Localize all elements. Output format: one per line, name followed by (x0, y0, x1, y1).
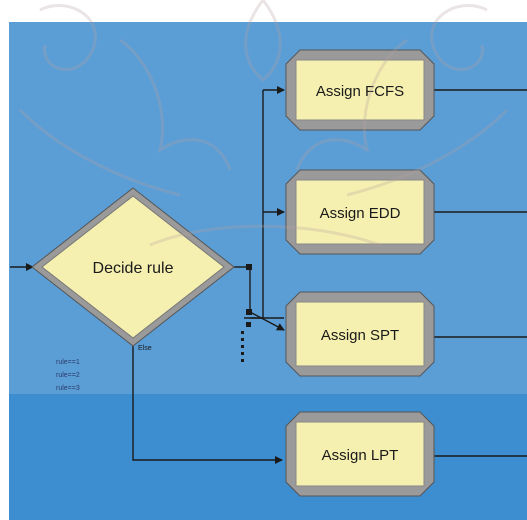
condition-label: rule==1 (56, 359, 80, 366)
assign-fcfs-label: Assign FCFS (316, 83, 404, 100)
condition-label: rule==2 (56, 372, 80, 379)
assign-fcfs-module[interactable]: Assign FCFS (286, 50, 434, 130)
assign-spt-label: Assign SPT (321, 327, 399, 344)
decide-rule-label: Decide rule (93, 260, 174, 277)
assign-spt-module[interactable]: Assign SPT (286, 292, 434, 376)
connector-to-spt[interactable] (250, 312, 284, 330)
condition-labels: rule==1 rule==2 rule==3 (56, 359, 80, 392)
decide-rule-module[interactable]: Decide rule Else (32, 188, 234, 352)
condition-label: rule==3 (56, 385, 80, 392)
else-label: Else (138, 345, 152, 352)
assign-lpt-module[interactable]: Assign LPT (286, 412, 434, 496)
assign-edd-module[interactable]: Assign EDD (286, 170, 434, 254)
assign-lpt-label: Assign LPT (322, 447, 399, 464)
else-connector-to-lpt[interactable] (133, 344, 282, 460)
assign-edd-label: Assign EDD (320, 205, 401, 222)
